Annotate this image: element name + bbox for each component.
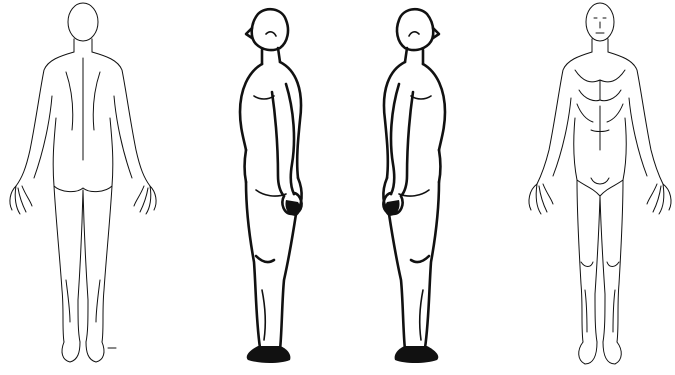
front-view-body-icon	[515, 0, 675, 375]
side-right-details	[254, 32, 286, 340]
back-view-body-figure	[0, 0, 168, 375]
front-view-outline	[529, 3, 671, 364]
left-foot-shape	[395, 346, 439, 363]
back-view-outline	[10, 3, 156, 362]
front-view-body-figure	[515, 0, 675, 375]
side-view-right-body-icon	[200, 0, 340, 375]
side-right-outline	[240, 9, 302, 350]
side-view-left-body-figure	[345, 0, 485, 375]
side-left-outline	[383, 9, 445, 350]
side-left-details	[399, 32, 431, 340]
back-view-body-icon	[0, 0, 168, 375]
side-view-right-body-figure	[200, 0, 340, 375]
right-foot-shape	[247, 346, 291, 363]
side-view-left-body-icon	[345, 0, 485, 375]
